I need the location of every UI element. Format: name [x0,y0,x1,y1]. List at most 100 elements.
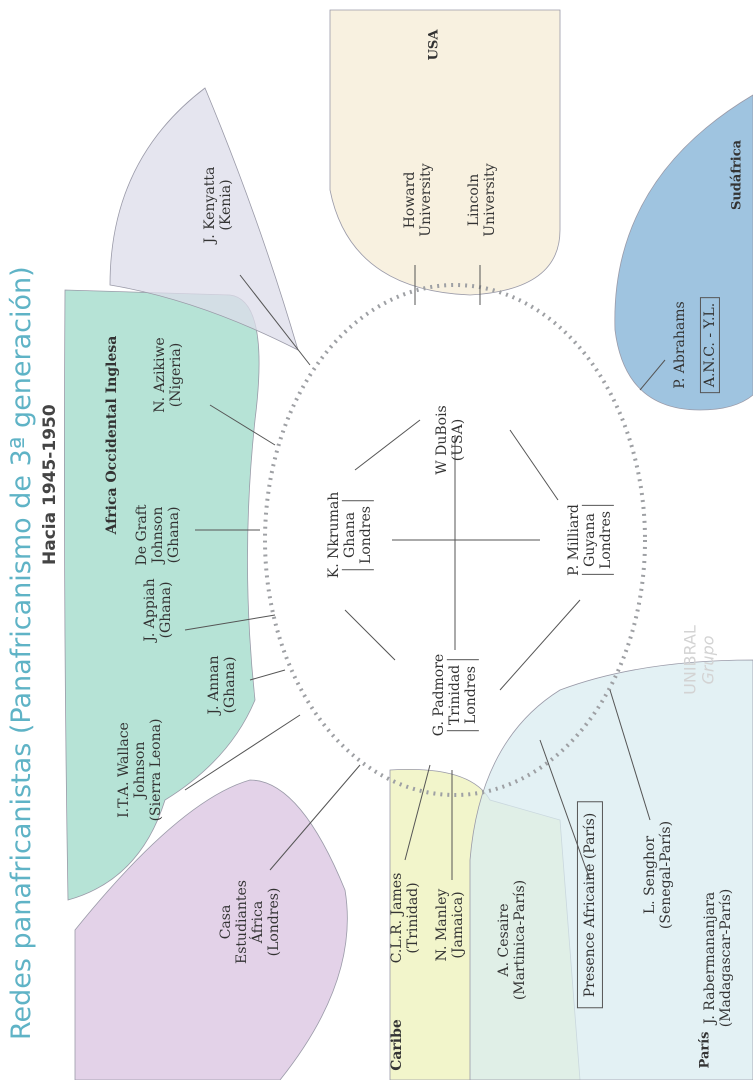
person-label: (Sierra Leona) [148,718,165,822]
person-label: (Ghana) [158,581,174,639]
institution-howard: Howard University [402,163,434,236]
region-blob-kenia [109,87,299,351]
person-label: N. Azikiwe [151,337,168,413]
connector-senghor [609,689,651,821]
person-manley: N. Manley (Jamaica) [434,889,466,962]
person-label: N. Manley [433,888,450,962]
person-label: J. Annan [205,655,222,715]
person-label: De Graft [133,504,150,566]
person-label: (Ghana) [166,506,183,564]
region-blob-sudafrica [614,94,753,411]
person-cesaire: A. Cesaire (Martinica-París) [496,880,528,1000]
person-label: J. Rabermananjara [701,891,718,1025]
person-label: (Martinica-París) [512,879,528,1001]
person-label: J. Appiah [141,578,158,642]
person-de-graft-johnson: De Graft Johnson (Ghana) [134,505,182,566]
diagram-title: Redes panafricanistas (Panafricanismo de… [6,266,37,1040]
region-label-paris: París [697,1031,713,1069]
region-blob-west-africa [64,289,260,901]
connector-nkrumah-dubois [354,419,421,471]
watermark-text: UNIBRAL [680,625,700,695]
person-label: (Ghana) [222,656,238,714]
watermark-logo: UNIBRAL Grupo [680,625,719,695]
connector-cesaire [539,739,591,881]
casa-label: África [250,900,266,944]
central-dotted-circle [263,283,647,797]
node-label: Londres [598,511,615,569]
connector-kenyatta [239,274,311,366]
person-label: A. Cesaire [495,903,512,977]
person-label: (Trinidad) [405,882,421,954]
connector-milliard-padmore [499,599,581,691]
person-label: C.L.R. James [388,872,405,964]
connector-james [404,764,431,861]
person-annan: J. Annan (Ghana) [206,656,238,715]
node-milliard: P. Milliard Guyana Londres [565,504,615,576]
institution-label: Lincoln [465,173,482,227]
region-blob-casa [74,779,348,1080]
node-label: Trinidad [446,664,463,726]
region-blob-usa [329,9,561,296]
region-label-africa-occidental: Africa Occidental Inglesa [103,335,120,535]
person-label: (Senegal-París) [658,820,674,930]
person-label: (Madagascar-París) [718,888,734,1028]
node-padmore: G. Padmore Trinidad Londres [430,653,480,737]
node-label: Londres [358,506,375,564]
casa-label: Estudiantes [233,880,250,964]
connector-abrahams [639,359,666,391]
person-appiah: J. Appiah (Ghana) [142,578,174,641]
person-rabermananjara: J. Rabermananjara (Madagascar-París) [702,889,734,1028]
person-label: L. Senghor [641,835,658,915]
node-bracket: Trinidad Londres [446,658,480,732]
node-label: Londres [463,666,480,724]
institution-label: Howard [401,171,418,229]
presence-africaine-box: Presence Africaine (París) [576,801,604,1009]
region-label-caribe: Caribe [388,1019,405,1071]
node-label: P. Milliard [565,504,582,576]
connector-appiah [184,614,276,631]
node-label: Ghana [341,512,358,558]
person-label: Johnson [131,741,148,799]
connector-azikiwe [209,404,276,446]
diagram-subtitle: Hacia 1945-1950 [40,404,60,565]
person-kenyatta: J. Kenyatta (Kenia) [202,167,234,244]
person-label: (Jamaica) [450,891,466,959]
casa-label: (Londres) [266,887,283,957]
person-label: (Nigeria) [168,342,184,408]
casa-estudiantes-africa: Casa Estudiantes África (Londres) [218,880,282,964]
connector-annan [249,669,286,681]
node-label: W DuBois [433,405,450,475]
person-label: I.T.A. Wallace [115,722,132,818]
node-bracket: Guyana Londres [581,505,615,575]
node-bracket: Ghana Londres [341,500,375,570]
institution-label: University [482,163,498,237]
person-azikiwe: N. Azikiwe (Nigeria) [152,337,184,412]
anc-yl-box: A.N.C. - Y.L. [699,296,721,394]
casa-label: Casa [217,904,234,940]
node-nkrumah: K. Nkrumah Ghana Londres [325,491,375,579]
person-label: (Kenia) [218,179,234,231]
node-label: K. Nkrumah [325,491,342,579]
region-label-sudafrica: Sudáfrica [729,139,745,211]
person-clr-james: C.L.R. James (Trinidad) [389,873,421,964]
connector-casa [269,764,361,871]
person-label: Johnson [149,506,166,564]
watermark-text: Grupo [699,635,718,685]
institution-lincoln: Lincoln University [466,163,498,236]
node-label: G. Padmore [430,653,447,737]
institution-label: University [418,163,434,237]
anc-yl-label: A.N.C. - Y.L. [699,296,721,394]
connector-padmore-nkrumah [344,609,396,661]
person-label: J. Kenyatta [201,166,218,244]
person-abrahams: P. Abrahams [671,301,688,389]
connector-wallace [184,714,301,791]
region-blob-paris [469,659,753,1080]
person-senghor: L. Senghor (Senegal-París) [642,821,674,929]
region-label-usa: USA [426,29,442,61]
node-label: Guyana [581,513,598,567]
presence-africaine-label: Presence Africaine (París) [576,801,604,1009]
node-dubois: W DuBois (USA) [434,405,466,474]
